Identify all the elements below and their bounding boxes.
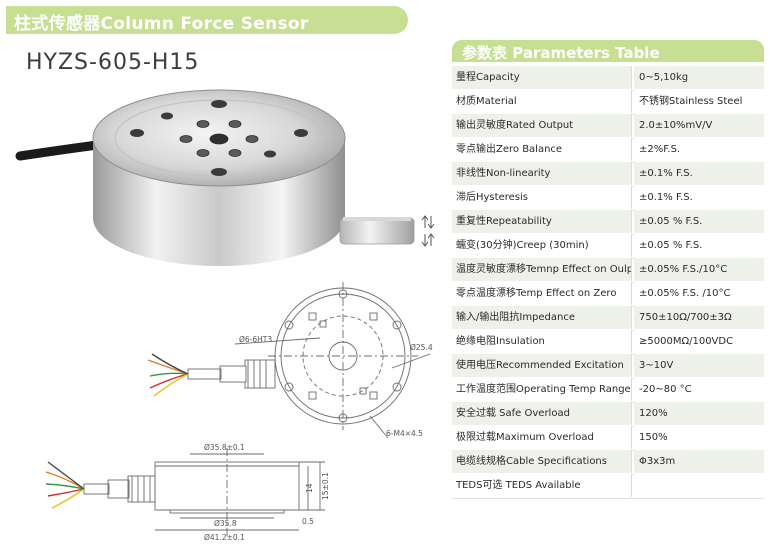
parameter-name: 极限过载Maximum Overload bbox=[452, 426, 632, 449]
parameter-value: ≥5000MΩ/100VDC bbox=[634, 330, 764, 353]
dim-height-14: 14 bbox=[305, 483, 314, 493]
dim-0-5: 0.5 bbox=[302, 517, 314, 526]
thread-label: 6-M4×4.5 bbox=[386, 429, 423, 438]
top-view-wires bbox=[147, 353, 189, 397]
parameter-value: ±0.05 % F.S. bbox=[634, 210, 764, 233]
parameter-value: ±0.1% F.S. bbox=[634, 186, 764, 209]
table-title: 参数表 Parameters Table bbox=[462, 44, 660, 62]
table-header: 参数表 Parameters Table bbox=[452, 40, 764, 62]
parameter-value: ±2%F.S. bbox=[634, 138, 764, 161]
parameter-value: ±0.05% F.S. /10°C bbox=[634, 282, 764, 305]
parameter-name: 输出灵敏度Rated Output bbox=[452, 114, 632, 137]
top-view-drawing bbox=[187, 282, 431, 439]
parameter-name: 滞后Hysteresis bbox=[452, 186, 632, 209]
hole-dimension-label: Ø6-6HT3 bbox=[239, 335, 272, 344]
parameter-name: 蠕变(30分钟)Creep (30min) bbox=[452, 234, 632, 257]
parameter-name: 零点输出Zero Balance bbox=[452, 138, 632, 161]
parameter-value: 2.0±10%mV/V bbox=[634, 114, 764, 137]
header-title-bar: 柱式传感器Column Force Sensor bbox=[6, 6, 408, 34]
parameter-value: ±0.05 % F.S. bbox=[634, 234, 764, 257]
table-row: 蠕变(30分钟)Creep (30min)±0.05 % F.S. bbox=[452, 234, 764, 259]
parameter-name: 绝缘电阻Insulation bbox=[452, 330, 632, 353]
parameter-value: 不锈钢Stainless Steel bbox=[634, 90, 764, 113]
parameter-value: 150% bbox=[634, 426, 764, 449]
parameter-name: 零点温度漂移Temp Effect on Zero bbox=[452, 282, 632, 305]
parameter-name: 重复性Repeatability bbox=[452, 210, 632, 233]
parameter-value bbox=[634, 474, 764, 497]
parameter-name: 使用电压Recommended Excitation bbox=[452, 354, 632, 377]
dim-41-2: Ø41.2±0.1 bbox=[204, 533, 245, 542]
table-row: 非线性Non-linearity±0.1% F.S. bbox=[452, 162, 764, 187]
parameter-name: 工作温度范围Operating Temp Range bbox=[452, 378, 632, 401]
table-row: 滞后Hysteresis±0.1% F.S. bbox=[452, 186, 764, 211]
parameter-value: 750±10Ω/700±3Ω bbox=[634, 306, 764, 329]
parameter-name: 安全过载 Safe Overload bbox=[452, 402, 632, 425]
sensor-side-view bbox=[339, 215, 435, 247]
parameter-name: 材质Material bbox=[452, 90, 632, 113]
parameter-value: 0~5,10kg bbox=[634, 66, 764, 89]
sensor-photo bbox=[92, 89, 346, 266]
parameter-name: 非线性Non-linearity bbox=[452, 162, 632, 185]
side-view-wires bbox=[45, 461, 85, 509]
table-row: TEDS可选 TEDS Available bbox=[452, 474, 764, 499]
page-title: 柱式传感器Column Force Sensor bbox=[14, 14, 309, 34]
parameter-value: 3~10V bbox=[634, 354, 764, 377]
product-illustration: Ø6-6HT3 Ø25.4 6-M4×4.5 Ø35.8±0.1 Ø35.8 bbox=[15, 89, 435, 542]
table-row: 重复性Repeatability±0.05 % F.S. bbox=[452, 210, 764, 235]
parameter-name: 输入/输出阻抗Impedance bbox=[452, 306, 632, 329]
table-row: 工作温度范围Operating Temp Range-20~80 °C bbox=[452, 378, 764, 403]
table-row: 零点输出Zero Balance±2%F.S. bbox=[452, 138, 764, 163]
parameter-name: 量程Capacity bbox=[452, 66, 632, 89]
parameter-value: ±0.1% F.S. bbox=[634, 162, 764, 185]
parameter-name: 温度灵敏度漂移Temnp Effect on Oulput bbox=[452, 258, 632, 281]
bore-diameter-label: Ø25.4 bbox=[410, 343, 433, 352]
parameter-value: -20~80 °C bbox=[634, 378, 764, 401]
side-view-drawing bbox=[83, 448, 325, 536]
dim-35-8-tol: Ø35.8±0.1 bbox=[204, 443, 245, 452]
table-row: 零点温度漂移Temp Effect on Zero±0.05% F.S. /10… bbox=[452, 282, 764, 307]
parameter-name: 电缆线规格Cable Specifications bbox=[452, 450, 632, 473]
parameter-value: ±0.05% F.S./10°C bbox=[634, 258, 764, 281]
table-row: 温度灵敏度漂移Temnp Effect on Oulput±0.05% F.S.… bbox=[452, 258, 764, 283]
dim-height-15: 15±0.1 bbox=[321, 472, 330, 500]
parameter-value: Φ3x3m bbox=[634, 450, 764, 473]
table-row: 绝缘电阻Insulation≥5000MΩ/100VDC bbox=[452, 330, 764, 355]
parameter-name: TEDS可选 TEDS Available bbox=[452, 474, 632, 497]
dim-35-8: Ø35.8 bbox=[214, 519, 237, 528]
model-number: HYZS-605-H15 bbox=[26, 50, 200, 75]
parameter-value: 120% bbox=[634, 402, 764, 425]
